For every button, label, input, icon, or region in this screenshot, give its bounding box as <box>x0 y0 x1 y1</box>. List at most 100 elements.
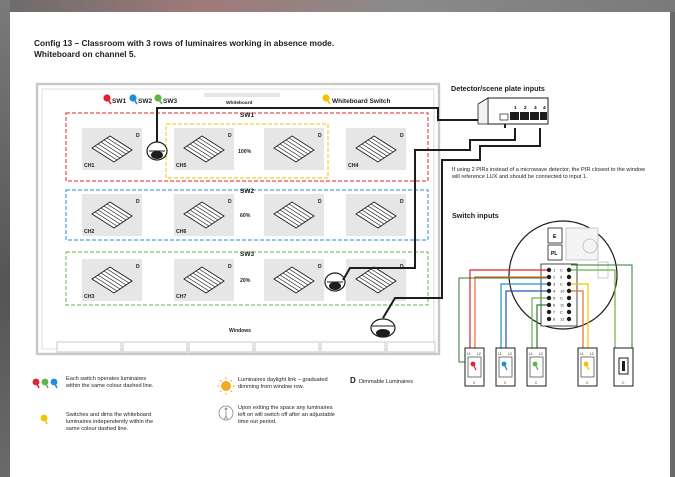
detector-scene-plate <box>477 97 549 125</box>
svg-text:L2: L2 <box>508 352 512 356</box>
terminal-label-left: 2 <box>553 275 556 280</box>
detector-terminal-3: 3 <box>534 105 537 111</box>
switch-icon-sw3 <box>154 94 163 105</box>
dim-marker: D <box>228 133 232 139</box>
legend-absence: Upon exiting the space any luminaires le… <box>238 405 335 425</box>
dim-marker: D <box>400 199 404 205</box>
terminal-screw <box>546 302 552 308</box>
whiteboard-strip <box>204 93 280 97</box>
dim-level-row1: 100% <box>238 149 252 155</box>
detector-sensor-2 <box>324 272 346 292</box>
channel-label: CH7 <box>176 294 186 300</box>
luminaire: D <box>346 259 406 301</box>
terminal-screw <box>566 309 572 315</box>
sensor-2-cable <box>342 128 516 281</box>
dim-marker: D <box>136 264 140 270</box>
svg-text:C: C <box>504 381 507 385</box>
luminaire: D CH7 <box>174 259 234 301</box>
zone-sw3-outline <box>65 251 429 306</box>
legend-colored-switches: Each switch operates luminaires within t… <box>66 376 154 389</box>
terminal-screw <box>566 295 572 301</box>
window-panes <box>56 341 436 353</box>
wall-switch: L1 L2C <box>526 347 547 387</box>
luminaire: D <box>346 194 406 236</box>
luminaire: D <box>264 128 324 170</box>
switch-label-sw2: SW2 <box>138 98 152 105</box>
terminal-label-left: 3 <box>553 282 556 287</box>
switch-inputs-heading: Switch inputs <box>452 211 499 220</box>
svg-text:L1: L1 <box>580 352 584 356</box>
svg-text:C: C <box>622 381 625 385</box>
legend-switch-icons <box>32 378 58 389</box>
dim-marker: D <box>228 199 232 205</box>
svg-text:C: C <box>586 381 589 385</box>
terminal-label-right: C <box>560 296 563 301</box>
wall-switch: L1 L2C <box>464 347 485 387</box>
sun-icon <box>217 377 235 395</box>
diagram-title: Config 13 – Classroom with 3 rows of lum… <box>34 38 335 59</box>
terminal-label-right: 9 <box>560 275 563 280</box>
background-strip-left <box>0 0 10 477</box>
terminal-label-left: 8 <box>553 317 556 322</box>
background-strip-top <box>0 0 675 12</box>
module-letter-pl: PL <box>551 251 557 257</box>
detector-terminal-4: 4 <box>543 105 546 111</box>
svg-text:L1: L1 <box>529 352 533 356</box>
zone-label-sw1: SW1 <box>240 112 254 119</box>
terminal-label-left: 5 <box>553 296 556 301</box>
dim-level-row2: 60% <box>240 213 251 219</box>
svg-text:C: C <box>535 381 538 385</box>
microwave-detector <box>370 318 396 338</box>
channel-label: CH2 <box>84 229 94 235</box>
dim-marker: D <box>318 133 322 139</box>
whiteboard-label: Whiteboard <box>226 100 252 106</box>
legend-yellow-switch: Switches and dims the whiteboard luminai… <box>66 412 154 432</box>
terminal-screw <box>546 288 552 294</box>
terminal-label-left: 4 <box>553 289 556 294</box>
microwave-cable <box>382 128 541 319</box>
terminal-label-left: 1 <box>553 268 556 273</box>
legend-yellow-switch-icon <box>40 414 48 425</box>
terminal-label-right: 12 <box>560 317 565 322</box>
svg-text:L1: L1 <box>467 352 471 356</box>
svg-text:L2: L2 <box>477 352 481 356</box>
terminal-screw <box>566 302 572 308</box>
terminal-screw <box>546 309 552 315</box>
module-letter-e: E <box>553 234 557 240</box>
svg-text:L2: L2 <box>539 352 543 356</box>
rocker-switch: C <box>613 347 634 387</box>
terminal-screw <box>546 274 552 280</box>
detector-heading: Detector/scene plate inputs <box>451 84 545 93</box>
dim-marker: D <box>136 133 140 139</box>
terminal-screw <box>546 281 552 287</box>
switch-label-sw1: SW1 <box>112 98 126 105</box>
terminal-label-right: 10 <box>560 289 565 294</box>
terminal-label-left: 6 <box>553 303 556 308</box>
dim-marker: D <box>228 264 232 270</box>
terminal-label-right: C <box>560 282 563 287</box>
detector-terminal-2: 2 <box>524 105 527 111</box>
terminal-label-right: C <box>560 310 563 315</box>
svg-text:C: C <box>473 381 476 385</box>
wall-switch: L1 L2C <box>495 347 516 387</box>
legend-dimmable: Dimmable Luminaires <box>359 379 414 385</box>
detector-terminal-1: 1 <box>514 105 517 111</box>
terminal-screw <box>566 267 572 273</box>
svg-text:L1: L1 <box>498 352 502 356</box>
terminal-screw <box>546 295 552 301</box>
zone-sw1-outline <box>65 112 429 182</box>
zone-sw2-outline <box>65 189 429 241</box>
terminal-screw <box>566 274 572 280</box>
dim-marker: D <box>400 133 404 139</box>
terminal-screw <box>566 316 572 322</box>
